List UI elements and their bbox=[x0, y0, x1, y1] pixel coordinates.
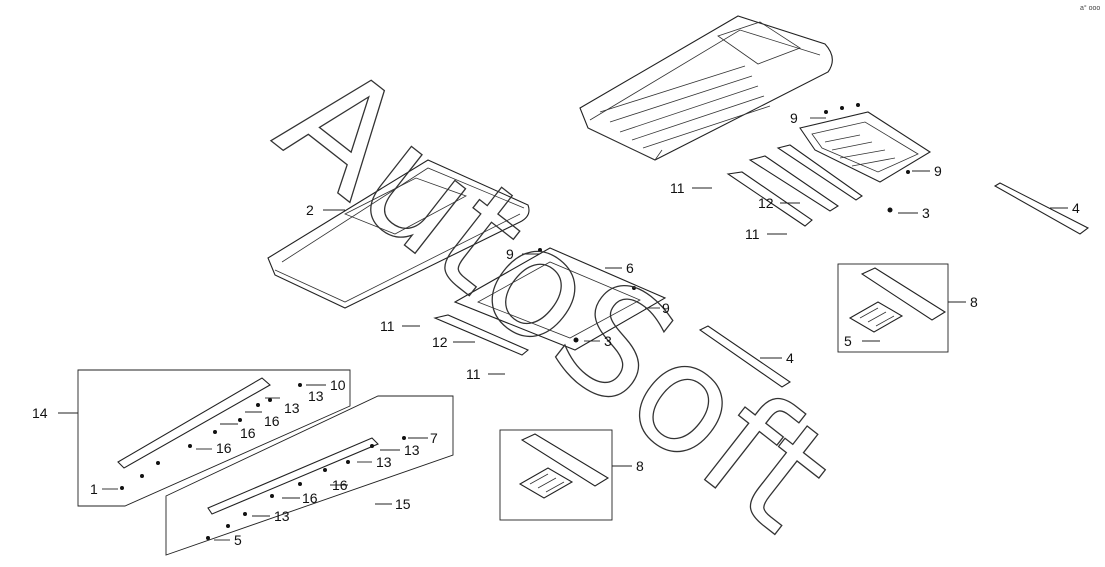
corner-mark: a° ooo bbox=[1080, 4, 1100, 12]
callout-12: 12 bbox=[758, 195, 774, 211]
callout-12: 12 bbox=[432, 334, 448, 350]
callout-16: 16 bbox=[332, 477, 348, 493]
front-bow-upper bbox=[993, 182, 1090, 235]
reinforcement-box-lower bbox=[499, 429, 613, 521]
reinforcement-box-upper bbox=[837, 263, 949, 353]
callout-15: 15 bbox=[395, 496, 411, 512]
callout-9: 9 bbox=[662, 300, 670, 316]
front-bow-middle bbox=[698, 325, 792, 388]
roof-rack-box-left bbox=[77, 369, 351, 507]
callout-2: 2 bbox=[306, 202, 314, 218]
roof-panel-upper bbox=[579, 15, 833, 161]
callout-3: 3 bbox=[922, 205, 930, 221]
callout-4: 4 bbox=[786, 350, 794, 366]
roof-rack-box-right bbox=[165, 395, 454, 556]
callout-14: 14 bbox=[32, 405, 48, 421]
callout-13: 13 bbox=[308, 388, 324, 404]
callout-16: 16 bbox=[240, 425, 256, 441]
callout-5: 5 bbox=[234, 532, 242, 548]
callout-9: 9 bbox=[934, 163, 942, 179]
callout-11: 11 bbox=[745, 226, 760, 242]
sunroof-frame-middle bbox=[453, 247, 667, 351]
callout-labels: 2 9 9 4 11 12 11 3 9 6 9 3 4 8 5 8 11 12… bbox=[32, 110, 1080, 548]
callout-13: 13 bbox=[376, 454, 392, 470]
callout-1: 1 bbox=[90, 481, 98, 497]
rail-middle bbox=[433, 314, 530, 356]
callout-11: 11 bbox=[670, 180, 685, 196]
callout-13: 13 bbox=[274, 508, 290, 524]
leader-lines bbox=[58, 117, 1068, 541]
callout-6: 6 bbox=[626, 260, 634, 276]
callout-16: 16 bbox=[216, 440, 232, 456]
callout-9: 9 bbox=[790, 110, 798, 126]
callout-13: 13 bbox=[404, 442, 420, 458]
callout-9: 9 bbox=[506, 246, 514, 262]
callout-10: 10 bbox=[330, 377, 346, 393]
roof-panel-main bbox=[267, 159, 530, 309]
sunroof-frame-upper bbox=[799, 111, 932, 183]
callout-8: 8 bbox=[636, 458, 644, 474]
callout-5: 5 bbox=[844, 333, 852, 349]
callout-11: 11 bbox=[466, 366, 481, 382]
fastener-clips bbox=[120, 103, 910, 540]
roof-rails-upper bbox=[726, 144, 863, 227]
callout-8: 8 bbox=[970, 294, 978, 310]
callout-3: 3 bbox=[604, 333, 612, 349]
callout-7: 7 bbox=[430, 430, 438, 446]
callout-16: 16 bbox=[302, 490, 318, 506]
callout-4: 4 bbox=[1072, 200, 1080, 216]
callout-16: 16 bbox=[264, 413, 280, 429]
callout-11: 11 bbox=[380, 318, 395, 334]
callout-13: 13 bbox=[284, 400, 300, 416]
